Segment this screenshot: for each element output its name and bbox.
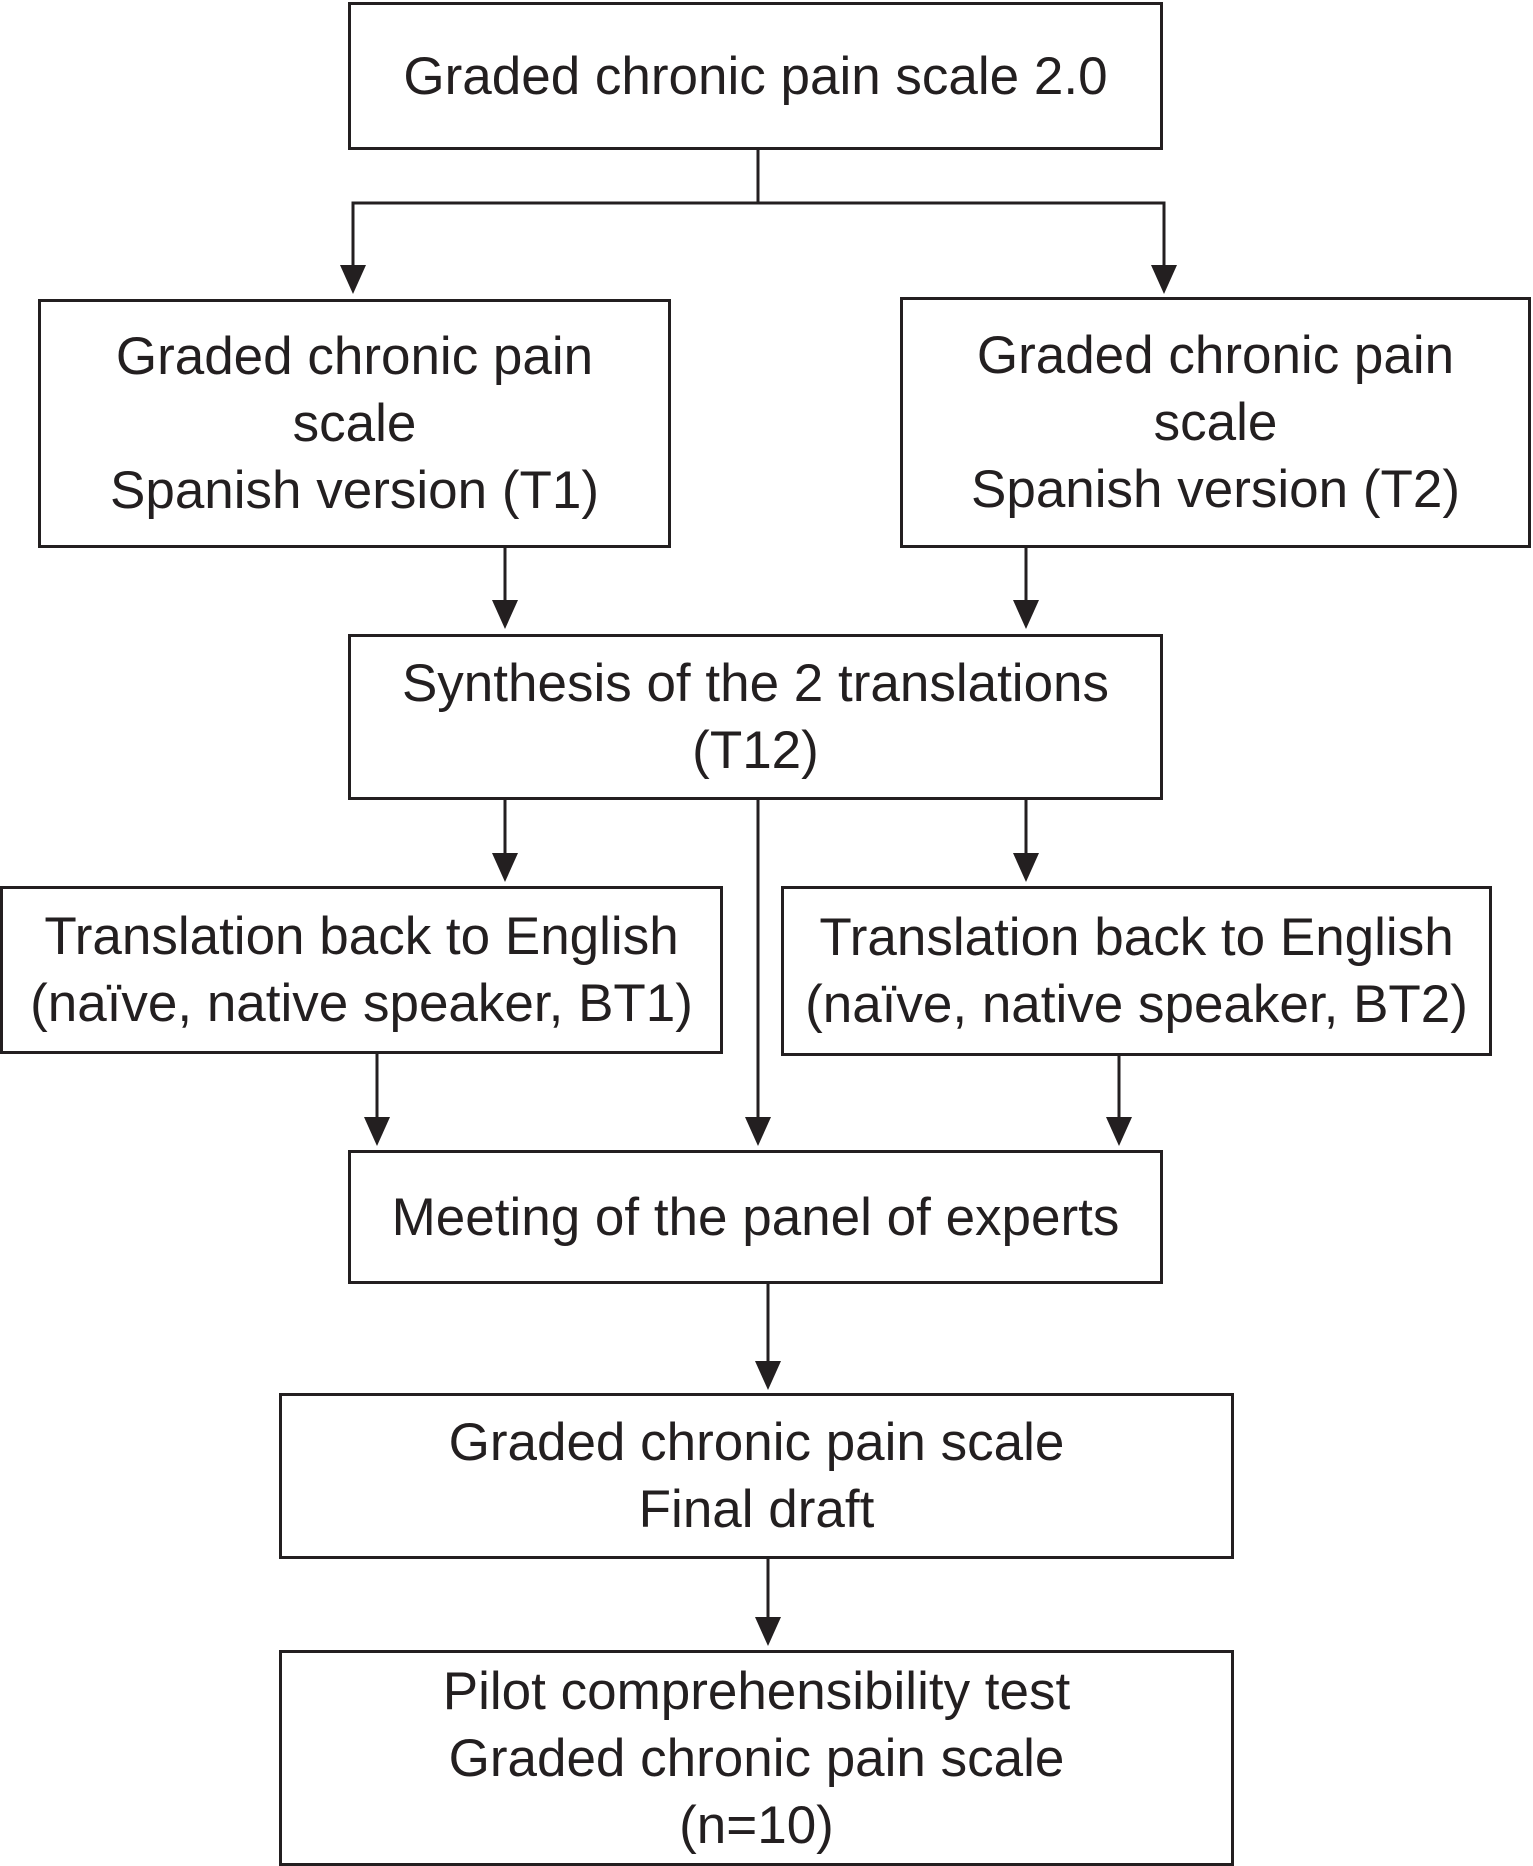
arrowhead-bt2 (1013, 853, 1039, 882)
node-line: (naïve, native speaker, BT1) (30, 974, 693, 1033)
node-synthesis-t12: Synthesis of the 2 translations (T12) (348, 634, 1163, 800)
edge-top-to-t2 (758, 201, 1166, 268)
node-line: Translation back to English (44, 907, 679, 966)
arrowhead-meet-center (745, 1117, 771, 1146)
node-expert-panel-meeting: Meeting of the panel of experts (348, 1150, 1163, 1284)
node-line: Final draft (638, 1480, 875, 1539)
node-spanish-version-t1: Graded chronic pain scale Spanish versio… (38, 299, 671, 548)
node-line: (naïve, native speaker, BT2) (805, 975, 1468, 1034)
node-line: (n=10) (679, 1795, 834, 1855)
node-back-translation-bt1: Translation back to English (naïve, nati… (0, 886, 723, 1054)
node-line: Graded chronic pain scale 2.0 (403, 46, 1108, 106)
arrowhead-syn-right (1013, 600, 1039, 629)
arrowhead-meet-right (1106, 1117, 1132, 1146)
node-line: Graded chronic pain (115, 327, 594, 386)
node-line: Translation back to English (819, 908, 1454, 967)
node-gcps-2-0: Graded chronic pain scale 2.0 (348, 2, 1163, 150)
node-line: Meeting of the panel of experts (391, 1187, 1120, 1247)
arrowhead-meet-left (364, 1117, 390, 1146)
edge-top-to-t1 (351, 150, 760, 268)
node-line: scale (1153, 393, 1278, 452)
arrowhead-t2 (1151, 265, 1177, 294)
arrowhead-syn-left (492, 600, 518, 629)
arrowhead-final (755, 1361, 781, 1390)
arrowhead-bt1 (492, 853, 518, 882)
node-line: Pilot comprehensibility test (442, 1661, 1071, 1721)
node-line: Graded chronic pain scale (448, 1728, 1065, 1788)
node-line: Spanish version (T1) (110, 461, 599, 520)
node-line: Synthesis of the 2 translations (401, 654, 1110, 713)
node-line: scale (292, 394, 417, 453)
node-line: (T12) (692, 721, 819, 780)
node-pilot-test: Pilot comprehensibility test Graded chro… (279, 1650, 1234, 1866)
node-line: Spanish version (T2) (971, 460, 1460, 519)
node-spanish-version-t2: Graded chronic pain scale Spanish versio… (900, 297, 1531, 548)
node-line: Graded chronic pain (976, 326, 1455, 385)
arrowhead-pilot (755, 1617, 781, 1646)
node-final-draft: Graded chronic pain scale Final draft (279, 1393, 1234, 1559)
node-line: Graded chronic pain scale (448, 1413, 1065, 1472)
arrowhead-t1 (340, 265, 366, 294)
node-back-translation-bt2: Translation back to English (naïve, nati… (781, 886, 1492, 1056)
